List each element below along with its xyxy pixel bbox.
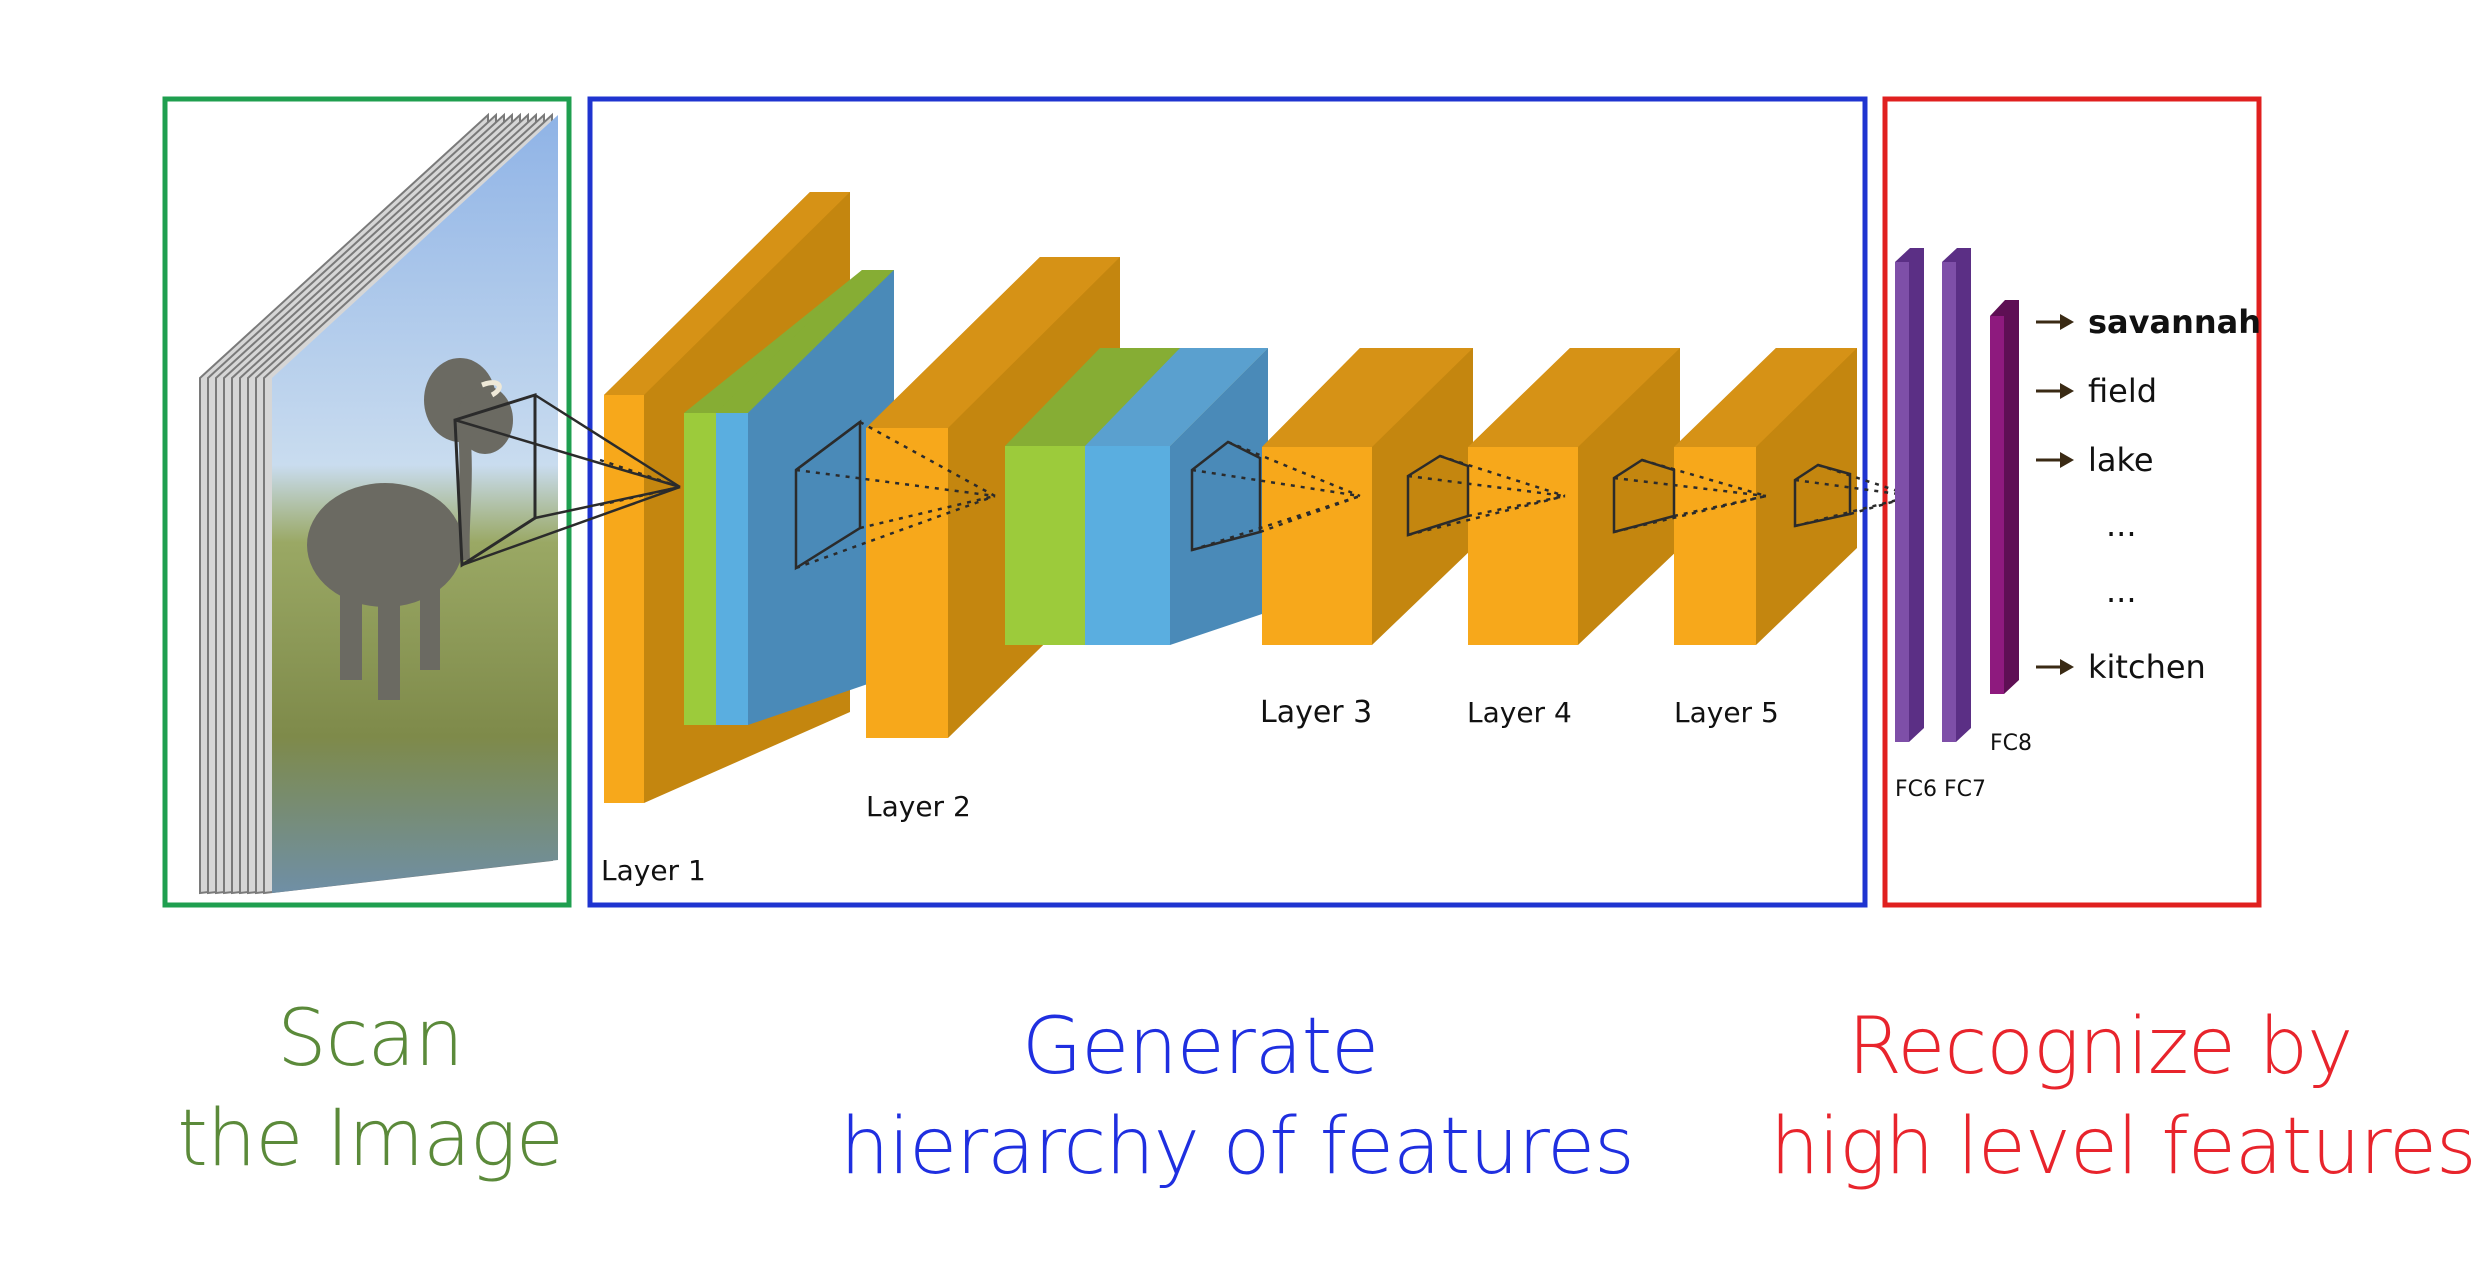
arrow-field [2036,383,2074,399]
output-ellipsis-2: ... [2106,572,2137,610]
output-field: field [2088,372,2157,410]
caption-recognize: Recognize by high level features [1770,1002,2477,1192]
scan-box [162,96,572,908]
arrow-lake [2036,452,2074,468]
arrow-kitchen [2036,659,2074,675]
fc7-bar [1942,248,1971,742]
generate-box [587,96,1868,908]
layer3-label: Layer 3 [1260,695,1372,730]
projection-lines [454,393,1914,571]
arrow-savannah [2036,314,2074,330]
caption-scan-line1: Scan [277,994,464,1084]
output-arrows [2036,314,2074,675]
output-ellipsis-1: ... [2106,506,2137,544]
caption-generate-line2: hierarchy of features [840,1102,1635,1192]
caption-scan: Scan the Image [130,1000,610,1178]
recognize-box [1882,96,2262,908]
layer5-label: Layer 5 [1674,696,1779,729]
caption-recognize-line2: high level features [1770,1102,2477,1192]
caption-generate: Generate hierarchy of features [840,1002,1635,1192]
fc8-label: FC8 [1990,731,2032,756]
caption-scan-line2: the Image [177,1094,563,1184]
input-image-stack [199,112,558,895]
output-lake: lake [2088,441,2154,479]
fc6-bar [1895,248,1924,742]
layer2-block [866,257,1268,738]
layer4-block [1468,348,1680,645]
caption-generate-line1: Generate [1021,1002,1379,1092]
caption-recognize-line1: Recognize by [1847,1002,2354,1092]
layer1-block [604,192,894,803]
layer2-label: Layer 2 [866,790,971,823]
output-kitchen: kitchen [2088,648,2206,686]
output-savannah: savannah [2088,303,2261,341]
layer3-block [1262,348,1473,645]
layer4-label: Layer 4 [1467,696,1572,729]
fc7-label: FC7 [1944,777,1986,802]
elephant-icon [307,358,513,700]
fc8-bar [1990,300,2019,694]
fc6-label: FC6 [1895,777,1937,802]
layer1-label: Layer 1 [601,854,706,887]
